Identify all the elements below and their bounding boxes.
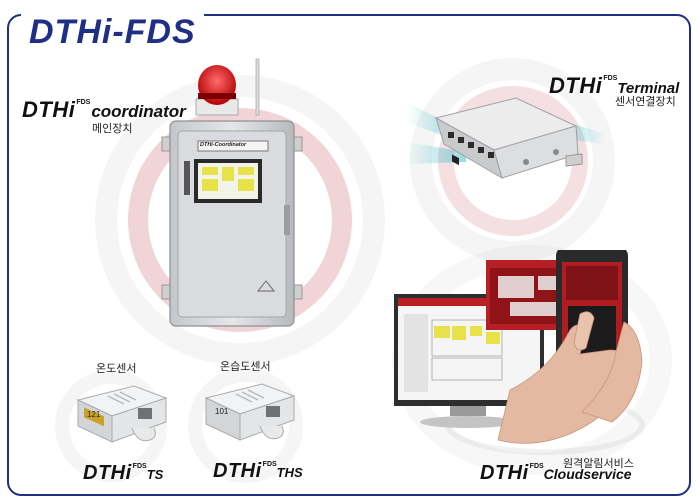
terminal-ko-label: 센서연결장치 <box>615 95 676 108</box>
ths-tag: 101 <box>215 407 229 416</box>
ths-ko-label: 온습도센서 <box>220 360 271 373</box>
ts-ko-label: 온도센서 <box>96 362 137 375</box>
terminal-device-image <box>406 97 606 180</box>
coordinator-device-image <box>161 58 303 327</box>
outer-frame: DTHi-FDS <box>7 12 691 496</box>
ts-brand: DTHiFDSTS <box>83 462 164 484</box>
terminal-brand: DTHiFDSTerminal <box>549 73 680 98</box>
coordinator-ko-label: 메인장치 <box>92 122 133 135</box>
ths-brand: DTHiFDSTHS <box>213 460 303 482</box>
cloud-devices-image <box>394 250 643 444</box>
coordinator-panel-label: DTHi-Coordinator <box>200 142 247 148</box>
cloud-ko-label: 원격알림서비스 <box>563 457 634 470</box>
coordinator-brand: DTHiFDScoordinator <box>22 97 186 122</box>
ths-sensor-image <box>204 383 296 441</box>
ts-sensor-image <box>76 385 168 443</box>
ts-tag: 121 <box>87 410 101 419</box>
cloud-brand: DTHiFDSCloudservice <box>480 462 632 484</box>
page-title: DTHi-FDS <box>21 12 204 52</box>
